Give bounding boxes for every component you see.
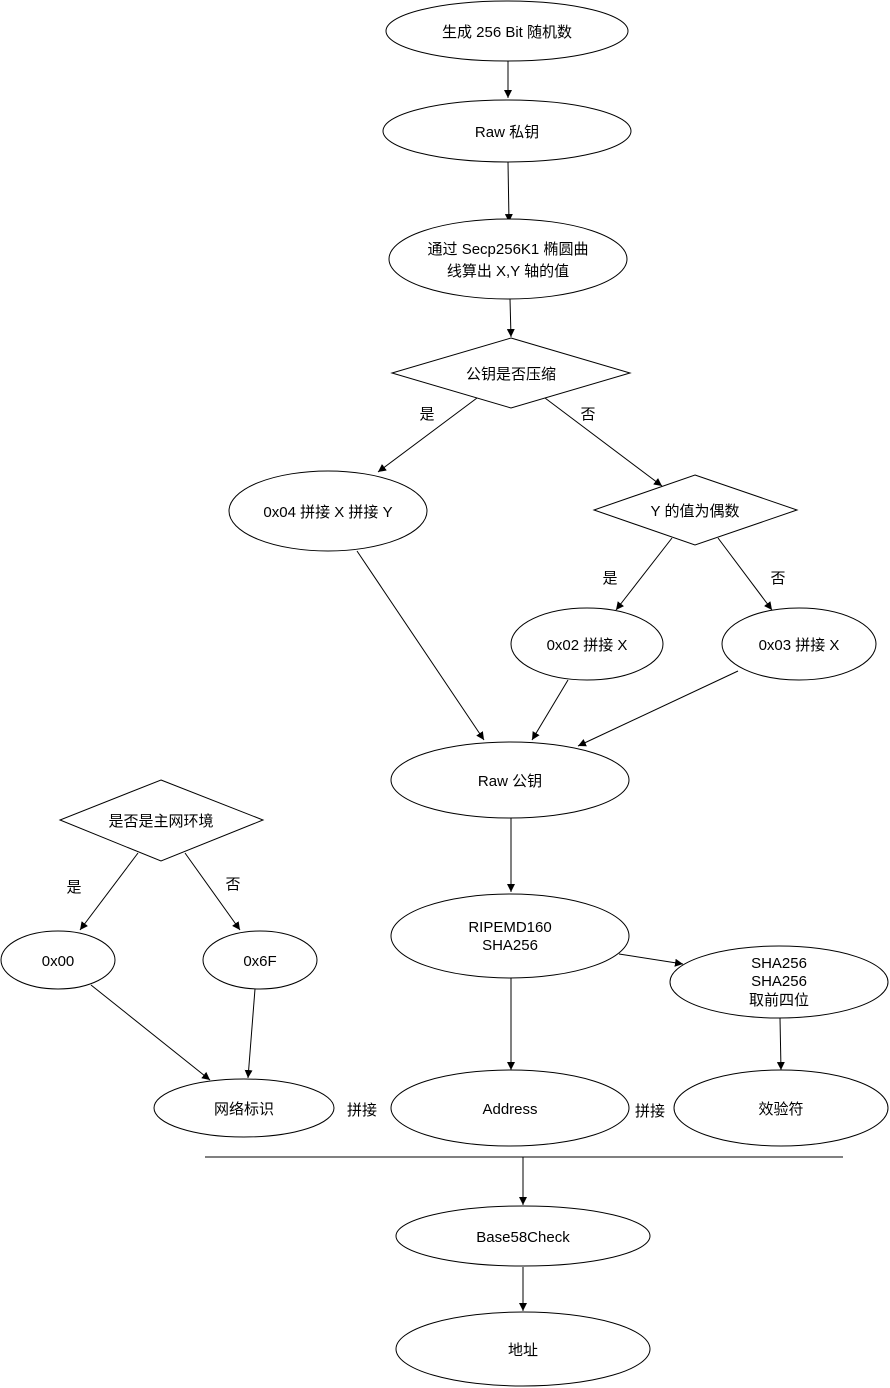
label-sha-line1: SHA256: [751, 955, 807, 972]
edge-label-compressed-no: 否: [580, 406, 595, 423]
edge-02-to-public: [531, 679, 569, 741]
label-net-6f: 0x6F: [243, 953, 276, 970]
node-sha-checksum: [669, 945, 889, 1019]
edge-labels: 是 否 是 否 是 否 拼接 拼接: [66, 406, 785, 1120]
edge-mainnet-to-6f: [184, 852, 241, 931]
node-mainnet-diamond: [58, 779, 265, 862]
label-final-address: 地址: [508, 1342, 538, 1359]
node-raw-private: [382, 99, 632, 163]
edge-concat-xy-to-public: [356, 550, 485, 741]
edge-label-even-yes: 是: [602, 570, 617, 587]
edge-secp-to-compressed: [506, 298, 515, 338]
node-gen-random: [385, 0, 629, 62]
label-compressed: 公钥是否压缩: [466, 366, 556, 383]
label-ripemd-line2: SHA256: [482, 937, 538, 954]
node-secp: [388, 218, 628, 300]
edge-label-mainnet-yes: 是: [66, 879, 81, 896]
edge-label-compressed-yes: 是: [419, 406, 434, 423]
node-checksum: [673, 1069, 889, 1147]
node-raw-public: [390, 741, 630, 819]
edge-00-to-network: [90, 984, 211, 1081]
label-concat-xy: 0x04 拼接 X 拼接 Y: [263, 504, 392, 521]
node-ripemd: [390, 893, 630, 979]
label-ripemd-line1: RIPEMD160: [468, 919, 551, 936]
label-network-id: 网络标识: [214, 1101, 274, 1118]
node-net-00: [0, 930, 116, 990]
node-compressed-diamond: [390, 337, 632, 409]
edge-y-even-to-03: [717, 537, 773, 611]
node-final-address: [395, 1311, 651, 1387]
label-mainnet: 是否是主网环境: [108, 812, 213, 830]
label-concat-03: 0x03 拼接 X: [759, 637, 840, 654]
label-base58: Base58Check: [476, 1229, 570, 1246]
label-raw-public: Raw 公钥: [478, 773, 542, 790]
edges: [79, 61, 843, 1311]
label-sha-line2: SHA256: [751, 973, 807, 990]
edge-label-mainnet-no: 否: [225, 876, 240, 893]
node-concat-xy: [228, 470, 428, 552]
edge-label-concat-left: 拼接: [347, 1102, 377, 1119]
node-net-6f: [202, 930, 318, 990]
label-checksum: 效验符: [758, 1101, 803, 1118]
label-raw-private: Raw 私钥: [475, 124, 539, 141]
edge-compressed-to-y-even: [544, 397, 663, 487]
node-network-id: [153, 1078, 335, 1138]
edge-private-to-secp: [504, 161, 513, 223]
edge-label-concat-right: 拼接: [635, 1103, 665, 1120]
label-secp-line2: 线算出 X,Y 轴的值: [447, 262, 569, 280]
edge-y-even-to-02: [615, 537, 673, 611]
node-y-even-diamond: [592, 474, 799, 546]
edge-6f-to-network: [244, 988, 256, 1079]
edge-label-even-no: 否: [770, 570, 785, 587]
node-concat-03: [721, 607, 877, 681]
node-address: [390, 1069, 630, 1147]
label-secp-line1: 通过 Secp256K1 椭圆曲: [428, 241, 589, 258]
label-sha-line3: 取前四位: [749, 992, 809, 1009]
node-concat-02: [510, 607, 664, 681]
node-base58: [395, 1205, 651, 1267]
edge-sha-to-checksum: [776, 1017, 785, 1071]
label-net-00: 0x00: [42, 953, 75, 970]
label-address: Address: [482, 1101, 537, 1118]
label-concat-02: 0x02 拼接 X: [547, 637, 628, 654]
label-gen-random: 生成 256 Bit 随机数: [442, 24, 572, 41]
edge-03-to-public: [577, 670, 739, 747]
label-y-even: Y 的值为偶数: [651, 503, 740, 520]
node-labels: 生成 256 Bit 随机数 Raw 私钥 通过 Secp256K1 椭圆曲 线…: [42, 24, 840, 1359]
edge-ripemd-to-sha: [618, 953, 684, 967]
edge-mainnet-to-00: [79, 852, 139, 931]
edge-compressed-to-concat-xy: [377, 397, 478, 473]
